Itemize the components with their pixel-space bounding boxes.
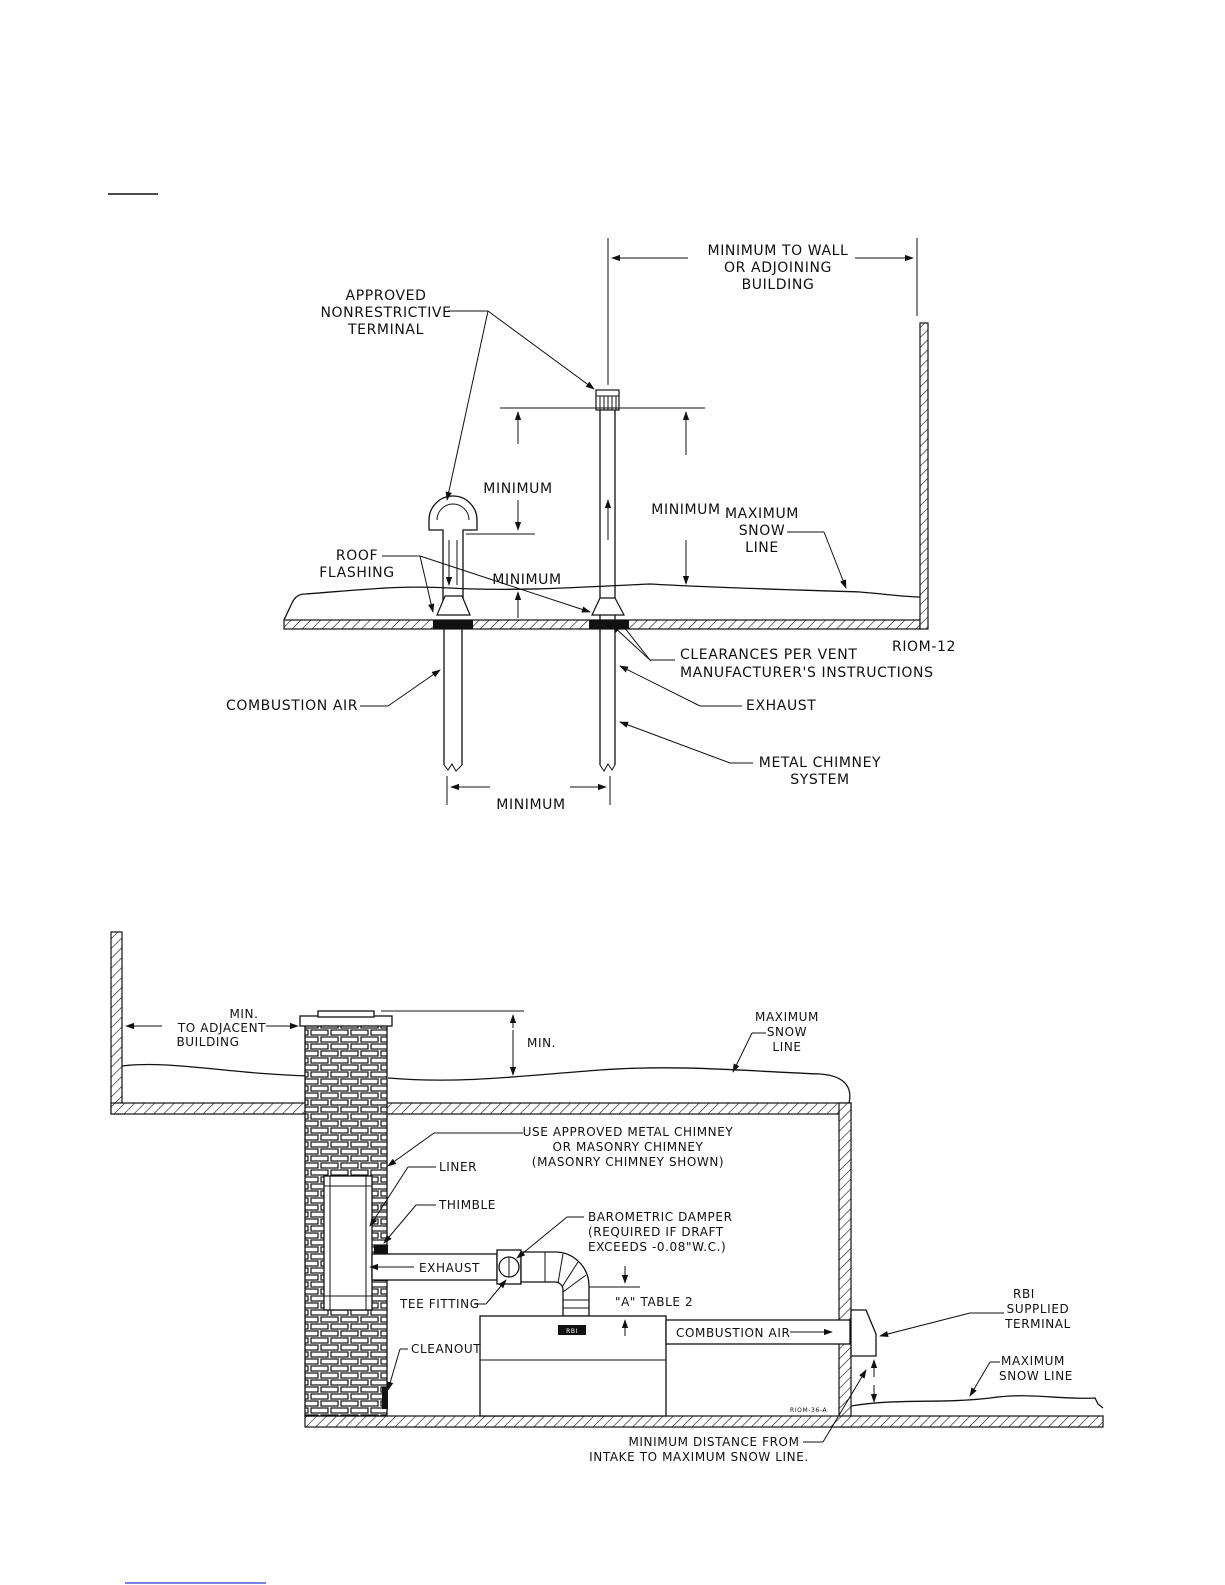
building-floor — [304, 1415, 1104, 1428]
label-max-snow-top-3: LINE — [772, 1040, 801, 1054]
label-min-distance-2: INTAKE TO MAXIMUM SNOW LINE. — [589, 1450, 809, 1464]
label-min-to-wall-2: OR ADJOINING — [724, 260, 832, 276]
adjoining-wall — [919, 322, 929, 630]
label-min-to-wall-1: MINIMUM TO WALL — [708, 243, 849, 259]
chimney-liner-top — [317, 1010, 375, 1018]
label-baro-damper-3: EXCEEDS -0.08"W.C.) — [588, 1240, 726, 1254]
label-minimum-a: MINIMUM — [483, 481, 552, 497]
figure-chimney-vent: RBI MIN. TO ADJACENT BUILDING MIN. MAXIM… — [110, 931, 1104, 1464]
label-min: MIN. — [527, 1036, 556, 1050]
label-max-snow-2: SNOW — [739, 523, 786, 539]
label-combustion-air: COMBUSTION AIR — [676, 1326, 790, 1340]
label-minimum-c: MINIMUM — [492, 572, 561, 588]
snow-line — [283, 583, 921, 621]
label-approved-1: APPROVED — [346, 288, 427, 304]
label-riom-36a: RIOM-36-A — [790, 1407, 827, 1414]
label-max-snow-right-1: MAXIMUM — [1001, 1354, 1065, 1368]
thimble — [374, 1245, 388, 1254]
label-rbi-terminal-3: TERMINAL — [1004, 1317, 1071, 1331]
chimney-liner — [323, 1175, 373, 1311]
flashing-seal-left — [433, 620, 473, 629]
label-liner: LINER — [439, 1160, 477, 1174]
flashing-seal-right — [589, 620, 629, 629]
label-metal-chimney-1: METAL CHIMNEY — [759, 755, 881, 771]
label-use-approved-2: OR MASONRY CHIMNEY — [553, 1140, 704, 1154]
label-combustion-air: COMBUSTION AIR — [226, 698, 358, 714]
building-roof — [110, 1102, 852, 1115]
label-exhaust: EXHAUST — [746, 698, 816, 714]
label-max-snow-3: LINE — [745, 540, 779, 556]
building-right-wall — [838, 1102, 852, 1428]
boiler-badge-text: RBI — [566, 1328, 578, 1335]
label-thimble: THIMBLE — [438, 1198, 496, 1212]
label-min-adjacent-2: TO ADJACENT — [177, 1021, 266, 1035]
exhaust-pipe — [589, 389, 629, 772]
roof-snow-line — [121, 1063, 851, 1104]
label-baro-damper-1: BAROMETRIC DAMPER — [588, 1210, 733, 1224]
label-max-snow-top-2: SNOW — [767, 1025, 807, 1039]
label-minimum-d: MINIMUM — [496, 797, 565, 813]
roof-flashing-left — [436, 595, 471, 616]
ground-snow-line — [850, 1395, 1104, 1409]
label-roof-flashing-1: ROOF — [336, 548, 378, 564]
cleanout-door — [382, 1387, 388, 1409]
label-cleanout: CLEANOUT — [411, 1342, 481, 1356]
label-a-table: "A" TABLE 2 — [615, 1295, 693, 1309]
label-approved-3: TERMINAL — [347, 322, 424, 338]
combustion-air-pipe — [428, 495, 478, 772]
label-max-snow-1: MAXIMUM — [725, 506, 799, 522]
label-use-approved-1: USE APPROVED METAL CHIMNEY — [523, 1125, 734, 1139]
label-riom-12: RIOM-12 — [892, 639, 956, 655]
label-min-distance-1: MINIMUM DISTANCE FROM — [628, 1435, 799, 1449]
label-use-approved-3: (MASONRY CHIMNEY SHOWN) — [532, 1155, 724, 1169]
label-minimum-b: MINIMUM — [651, 502, 720, 518]
label-exhaust: EXHAUST — [419, 1261, 480, 1275]
label-rbi-terminal-2: SUPPLIED — [1007, 1302, 1070, 1316]
label-tee-fitting: TEE FITTING — [399, 1297, 480, 1311]
label-min-to-wall-3: BUILDING — [742, 277, 815, 293]
label-min-adjacent-3: BUILDING — [176, 1035, 239, 1049]
flue-elbow — [520, 1251, 590, 1317]
roof-flashing-right — [591, 597, 625, 616]
figure-roof-vent: MINIMUM TO WALL OR ADJOINING BUILDING AP… — [226, 238, 956, 813]
label-rbi-terminal-1: RBI — [1013, 1287, 1035, 1301]
label-max-snow-top-1: MAXIMUM — [755, 1010, 819, 1024]
label-clearances-1: CLEARANCES PER VENT — [680, 647, 857, 663]
label-baro-damper-2: (REQUIRED IF DRAFT — [588, 1225, 724, 1239]
label-min-adjacent-1: MIN. — [229, 1007, 258, 1021]
label-max-snow-right-2: SNOW LINE — [999, 1369, 1073, 1383]
boiler-badge — [558, 1325, 586, 1335]
label-roof-flashing-2: FLASHING — [319, 565, 394, 581]
label-metal-chimney-2: SYSTEM — [790, 772, 849, 788]
rbi-terminal — [850, 1309, 877, 1357]
label-approved-2: NONRESTRICTIVE — [320, 305, 451, 321]
label-clearances-2: MANUFACTURER'S INSTRUCTIONS — [680, 665, 934, 681]
adjacent-building-wall — [110, 931, 123, 1115]
